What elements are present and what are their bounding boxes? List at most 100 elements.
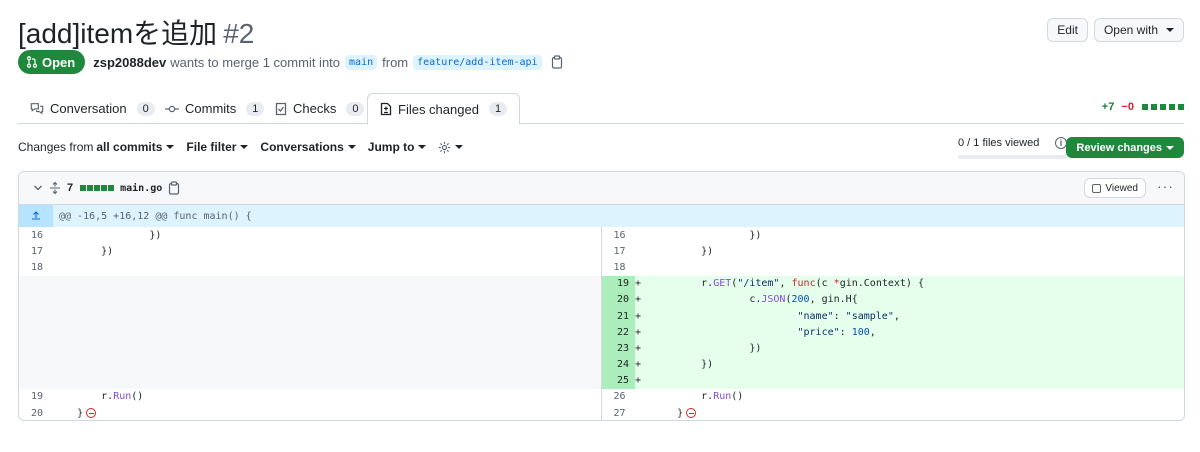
line-number[interactable]: 17 <box>31 245 44 257</box>
expand-up-icon[interactable] <box>19 205 53 227</box>
line-number[interactable]: 20 <box>600 291 635 308</box>
no-newline-icon <box>686 407 697 418</box>
line-number[interactable]: 27 <box>600 405 635 420</box>
diff-marker: + <box>635 307 653 325</box>
line-number[interactable]: 21 <box>600 307 635 325</box>
code-line: c.JSON(200, gin.H{ <box>653 291 1184 308</box>
tab-files-changed[interactable]: Files changed 1 <box>367 93 521 125</box>
empty-cell <box>53 372 601 389</box>
base-branch[interactable]: main <box>345 54 378 70</box>
tab-conversation[interactable]: Conversation 0 <box>18 93 167 124</box>
viewed-label: Viewed <box>1105 182 1138 194</box>
from-word: from <box>382 54 409 70</box>
copy-icon[interactable] <box>168 181 180 195</box>
diff-marker <box>635 227 653 243</box>
comment-discussion-icon <box>30 103 44 115</box>
file-filter-dropdown[interactable]: File filter <box>186 140 249 154</box>
review-changes-button[interactable]: Review changes <box>1066 137 1184 158</box>
tab-files-changed-label: Files changed <box>398 101 479 117</box>
table-row: 18 18 <box>19 259 1184 276</box>
diff-table: @@ -16,5 +16,12 @@ func main() { 16 }) 1… <box>19 205 1184 420</box>
diffstat-block <box>1178 104 1184 110</box>
code-line: } <box>653 405 1184 420</box>
head-branch[interactable]: feature/add-item-api <box>413 54 542 70</box>
line-number[interactable]: 20 <box>31 407 44 419</box>
chevron-down-icon[interactable] <box>33 183 43 193</box>
caret-down-icon <box>418 145 427 149</box>
line-number[interactable]: 26 <box>600 388 635 406</box>
unfold-icon[interactable] <box>49 182 61 194</box>
line-number[interactable]: 25 <box>600 372 635 389</box>
empty-cell <box>53 324 601 341</box>
caret-down-icon <box>1166 145 1174 150</box>
code-line: }) <box>53 245 114 257</box>
pr-title: [add]itemを追加#2 <box>18 12 254 52</box>
file-filter-label: File filter <box>186 140 237 154</box>
code-line: r.GET("/item", func(c *gin.Context) { <box>653 275 1184 292</box>
table-row: 20 + c.JSON(200, gin.H{ <box>19 291 1184 308</box>
tab-checks-label: Checks <box>293 101 337 116</box>
changes-from-label: Changes from <box>18 140 94 154</box>
checkbox-icon <box>1092 183 1102 193</box>
tab-commits-label: Commits <box>185 101 237 116</box>
table-row: 22 + "price": 100, <box>19 324 1184 341</box>
empty-cell <box>53 291 601 308</box>
diff-marker: + <box>635 291 653 308</box>
open-with-label: Open with <box>1103 23 1158 37</box>
code-line <box>53 259 601 275</box>
code-line <box>653 259 1184 275</box>
code-line: }) <box>653 245 714 257</box>
line-number[interactable]: 17 <box>600 243 635 260</box>
line-number[interactable]: 18 <box>600 259 635 276</box>
code-line: }) <box>653 340 1184 357</box>
empty-cell <box>53 340 601 357</box>
diff-settings-dropdown[interactable] <box>438 140 464 154</box>
tab-checks[interactable]: Checks 0 <box>263 93 376 124</box>
tab-conversation-label: Conversation <box>50 101 127 116</box>
copy-icon[interactable] <box>551 55 563 69</box>
table-row: 24 + }) <box>19 356 1184 373</box>
conversations-label: Conversations <box>260 140 344 154</box>
code-line: }) <box>653 356 1184 373</box>
diff-marker <box>635 389 653 405</box>
tab-commits[interactable]: Commits 1 <box>153 93 276 124</box>
file-name[interactable]: main.go <box>120 182 163 194</box>
deletions-count: −0 <box>1121 101 1134 113</box>
line-number[interactable]: 22 <box>600 324 635 341</box>
kebab-horizontal-icon[interactable]: ··· <box>1157 178 1174 194</box>
pr-number: #2 <box>223 18 255 49</box>
line-number[interactable]: 16 <box>31 229 44 241</box>
code-line: }) <box>653 229 762 241</box>
line-number[interactable]: 18 <box>31 261 44 273</box>
empty-cell <box>53 275 601 292</box>
table-row: 25 + <box>19 372 1184 389</box>
open-with-button[interactable]: Open with <box>1093 18 1184 42</box>
table-row: 19 + r.GET("/item", func(c *gin.Context)… <box>19 275 1184 292</box>
line-number[interactable]: 24 <box>600 356 635 373</box>
no-newline-icon <box>86 407 97 418</box>
edit-button[interactable]: Edit <box>1047 18 1088 42</box>
conversations-dropdown[interactable]: Conversations <box>260 140 356 154</box>
line-number[interactable]: 23 <box>600 340 635 357</box>
checklist-icon <box>275 102 287 115</box>
caret-down-icon <box>1166 28 1174 32</box>
code-line: } <box>53 405 601 420</box>
review-changes-label: Review changes <box>1076 141 1162 154</box>
file-diff-icon <box>380 102 392 116</box>
diff-marker: + <box>635 340 653 357</box>
empty-cell <box>53 356 601 373</box>
line-number[interactable]: 19 <box>31 391 44 403</box>
file-header: 7 main.go Viewed ··· <box>19 172 1184 205</box>
jump-to-dropdown[interactable]: Jump to <box>368 140 427 154</box>
author-link[interactable]: zsp2088dev <box>93 54 167 70</box>
diff-marker: + <box>635 275 653 292</box>
tab-conversation-count: 0 <box>136 101 155 116</box>
line-number[interactable]: 19 <box>600 275 635 292</box>
line-number[interactable]: 16 <box>600 227 635 244</box>
table-row: 16 }) 16 }) <box>19 227 1184 244</box>
empty-cell <box>19 275 53 292</box>
viewed-checkbox[interactable]: Viewed <box>1084 178 1146 198</box>
info-icon[interactable]: i <box>1055 137 1067 149</box>
